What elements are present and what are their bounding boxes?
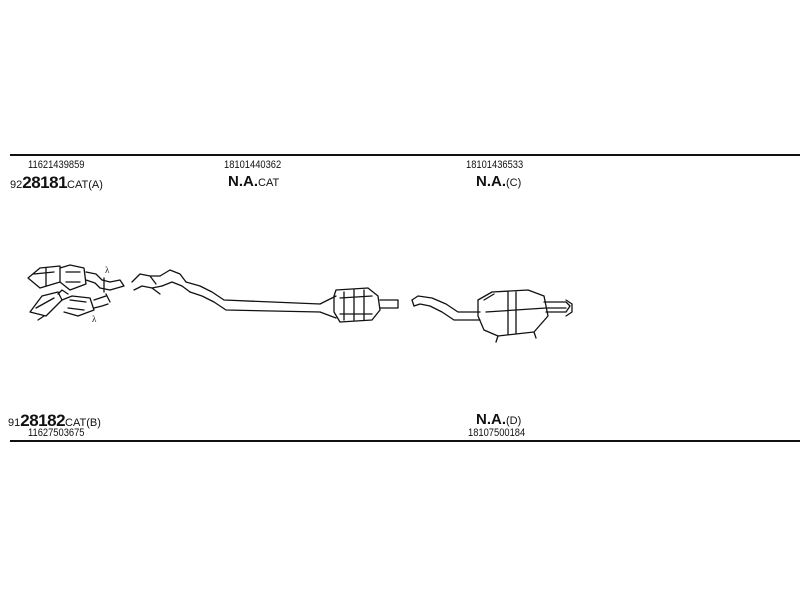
label-code: N.A.: [228, 173, 258, 190]
label-suffix: CAT(B): [65, 417, 101, 429]
part-number-rear-muffler-d: 18107500184: [468, 427, 526, 439]
label-suffix: CAT: [258, 177, 280, 189]
bottom-divider-line: [10, 440, 800, 442]
front-pipe-cat-drawing: [131, 269, 399, 323]
label-code: 28182: [20, 411, 66, 430]
label-center-pipe-c: N.A. (C): [476, 174, 521, 189]
label-code: N.A.: [476, 173, 506, 190]
manifold-cat-b-drawing: λ: [29, 289, 111, 324]
rear-muffler-drawing: [411, 289, 573, 343]
label-prefix: 92: [10, 179, 23, 191]
label-code: 28181: [22, 173, 68, 192]
label-rear-muffler-d: N.A. (D): [476, 412, 521, 427]
label-prefix: 91: [8, 417, 21, 429]
label-suffix: CAT(A): [67, 179, 103, 191]
label-front-pipe-cat: N.A. CAT: [228, 174, 279, 189]
manifold-cat-a-drawing: λ: [27, 264, 125, 293]
top-divider-line: [10, 154, 800, 156]
part-number-center-pipe-c: 18101436533: [466, 159, 524, 171]
lambda-sensor-mark-upper: λ: [105, 265, 110, 275]
label-suffix: (C): [506, 177, 522, 189]
part-number-front-pipe-cat: 18101440362: [224, 159, 282, 171]
part-number-manifold-cat-a: 11621439859: [28, 159, 85, 171]
label-manifold-cat-b: 91 28182 CAT(B): [8, 412, 101, 429]
part-number-manifold-cat-b: 11627503675: [28, 427, 85, 439]
label-manifold-cat-a: 92 28181 CAT(A): [10, 174, 103, 191]
lambda-sensor-mark-lower: λ: [92, 314, 97, 324]
label-suffix: (D): [506, 415, 522, 427]
label-code: N.A.: [476, 411, 506, 428]
